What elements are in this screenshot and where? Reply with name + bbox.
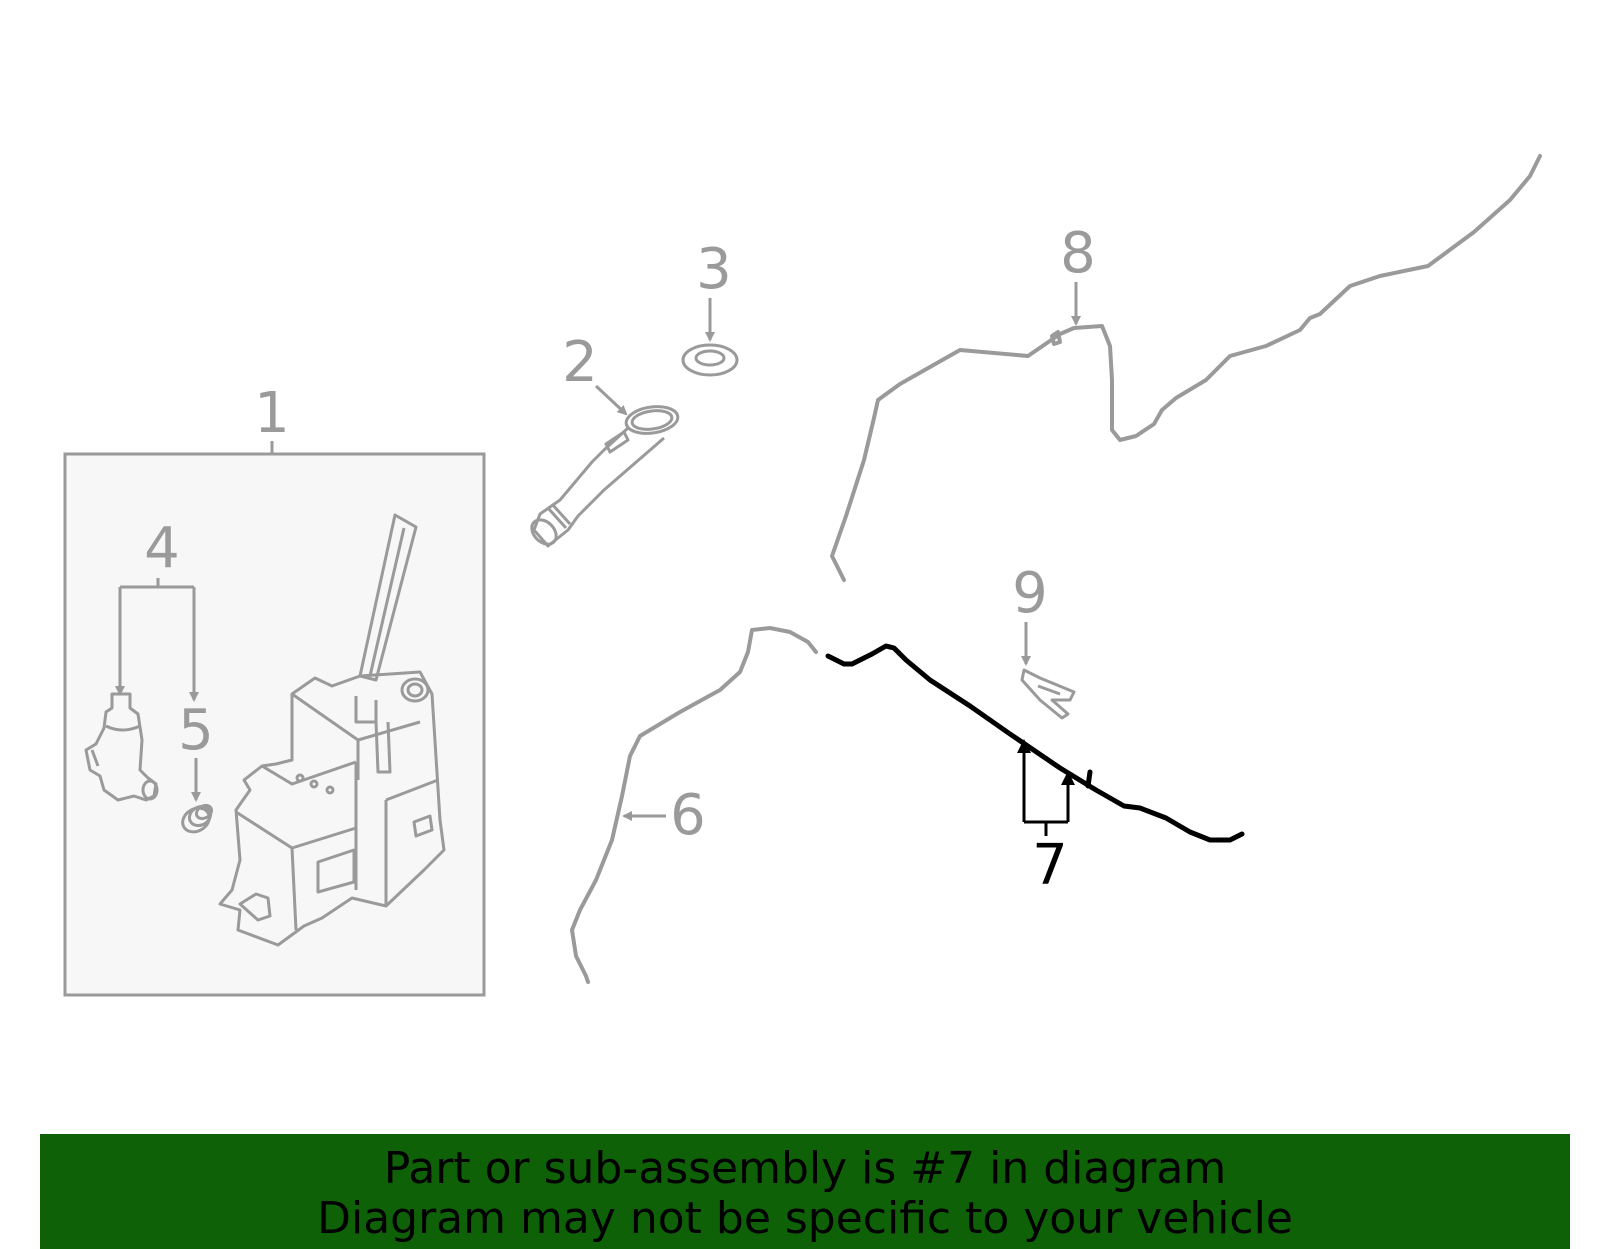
callout-4: 4 [144,516,180,581]
highlighted-washer-hose [825,643,1245,843]
banner-line-2: Diagram may not be specific to your vehi… [317,1193,1293,1244]
info-banner: Part or sub-assembly is #7 in diagram Di… [40,1134,1570,1249]
callout-7: 7 [1032,833,1068,898]
banner-line-1: Part or sub-assembly is #7 in diagram [383,1143,1227,1194]
washer-reservoir-tank [218,513,446,947]
parts-diagram: 1 2 3 4 5 6 7 8 9 [63,154,1542,997]
pump-grommet [181,803,214,834]
callout-3: 3 [696,237,732,302]
callout-8: 8 [1060,221,1096,286]
filler-neck [530,405,680,548]
callout-9: 9 [1012,561,1048,626]
washer-pump [84,692,159,802]
upper-washer-hose [830,154,1542,582]
callout-1: 1 [254,381,290,446]
callout-2: 2 [562,330,598,395]
filler-grommet [681,343,739,377]
callout-4-leader [115,578,194,700]
callout-6: 6 [670,783,706,848]
callout-7-leader [1017,739,1075,836]
callout-2-leader [594,384,628,416]
hose-clip [1020,668,1076,720]
callout-5: 5 [178,698,214,763]
lower-washer-hose [570,626,818,984]
reservoir-assembly-box [63,441,486,997]
